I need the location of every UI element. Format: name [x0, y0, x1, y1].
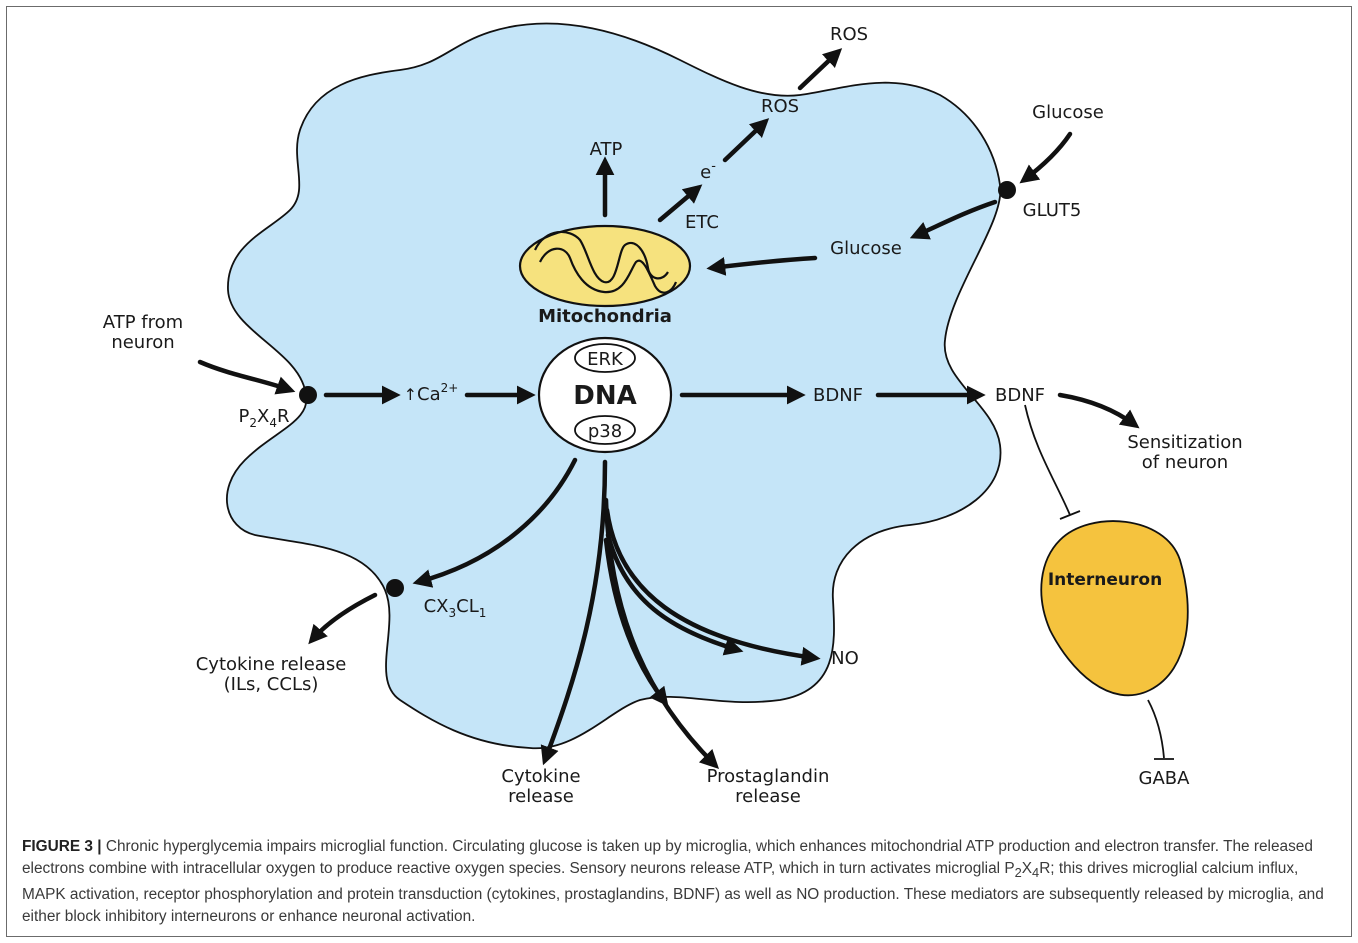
p2x4r-label: P2X4R: [239, 406, 290, 430]
mitochondria-label: Mitochondria: [538, 306, 672, 327]
figure-number: FIGURE 3 |: [22, 838, 102, 855]
p38-label: p38: [588, 421, 622, 442]
electron-label: e-: [700, 159, 716, 183]
erk-label: ERK: [587, 349, 624, 370]
cytokine-bottom-line1: Cytokine: [501, 766, 580, 787]
prostaglandin-line2: release: [735, 786, 801, 807]
interneuron-label: Interneuron: [1048, 570, 1162, 590]
mitochondria: Mitochondria: [518, 224, 692, 327]
arrow-electron-ros: [722, 118, 770, 163]
sensitization-line2: of neuron: [1142, 452, 1228, 473]
arrow-ros-out: [797, 48, 843, 91]
caption-text-2: R; this drives microglial calcium influx…: [22, 860, 1324, 926]
arrow-no-branch: [605, 532, 744, 656]
bdnf-outer-label: BDNF: [995, 385, 1045, 406]
arrow-glucose-mito: [706, 255, 818, 276]
arrow-etc-electron: [657, 184, 703, 223]
cytokine-outer-line1: Cytokine release: [196, 654, 347, 675]
cytokine-outer-line2: (ILs, CCLs): [224, 674, 319, 695]
arrow-glucose-in: [1019, 131, 1073, 184]
arrow-atp-neuron: [197, 359, 296, 395]
cx3cl1-label: CX3CL1: [424, 596, 487, 620]
calcium-label: ↑Ca2+: [404, 381, 459, 405]
cytokine-bottom-line2: release: [508, 786, 574, 807]
caption-text-x: X: [1021, 860, 1033, 877]
prostaglandin-line1: Prostaglandin: [707, 766, 830, 787]
atp-label: ATP: [590, 139, 623, 160]
p2x4r-receptor: [299, 386, 317, 404]
glut5-receptor: [998, 181, 1016, 199]
caption-sub-2: 2: [1014, 865, 1022, 881]
cx3cl1-receptor: [386, 579, 404, 597]
arrow-prostaglandin-branch: [603, 537, 669, 707]
gaba-inhibition: [1147, 699, 1174, 760]
glucose-outer-label: Glucose: [1032, 102, 1104, 123]
caption-text-1: Chronic hyperglycemia impairs microglial…: [22, 838, 1313, 877]
dna-label: DNA: [573, 381, 636, 411]
arrow-cx3cl1: [412, 457, 578, 588]
arrow-no: [604, 507, 821, 666]
atp-from-neuron-line2: neuron: [111, 332, 174, 353]
glut5-label: GLUT5: [1023, 200, 1082, 221]
arrow-glut5-glucose: [909, 199, 998, 240]
bdnf-inhibition: [1024, 404, 1081, 520]
microglia-diagram: Mitochondria ERK DNA p38 Intern: [103, 22, 1243, 807]
arrow-cytokine-bottom: [540, 459, 608, 766]
sensitization-line1: Sensitization: [1127, 432, 1242, 453]
atp-from-neuron-line1: ATP from: [103, 312, 183, 333]
gaba-label: GABA: [1139, 768, 1191, 789]
glucose-inner-label: Glucose: [830, 238, 902, 259]
bdnf-inner-label: BDNF: [813, 385, 863, 406]
ros-outer-label: ROS: [830, 24, 868, 45]
figure-caption: FIGURE 3 | Chronic hyperglycemia impairs…: [22, 836, 1338, 928]
caption-sub-4: 4: [1032, 865, 1040, 881]
no-label: NO: [831, 648, 859, 669]
arrow-cytokine-out: [308, 592, 378, 645]
interneuron: Interneuron: [1040, 520, 1189, 697]
etc-label: ETC: [685, 212, 719, 233]
arrow-sensitization: [1057, 392, 1140, 429]
ros-inner-label: ROS: [761, 96, 799, 117]
nucleus: ERK DNA p38: [537, 336, 673, 454]
